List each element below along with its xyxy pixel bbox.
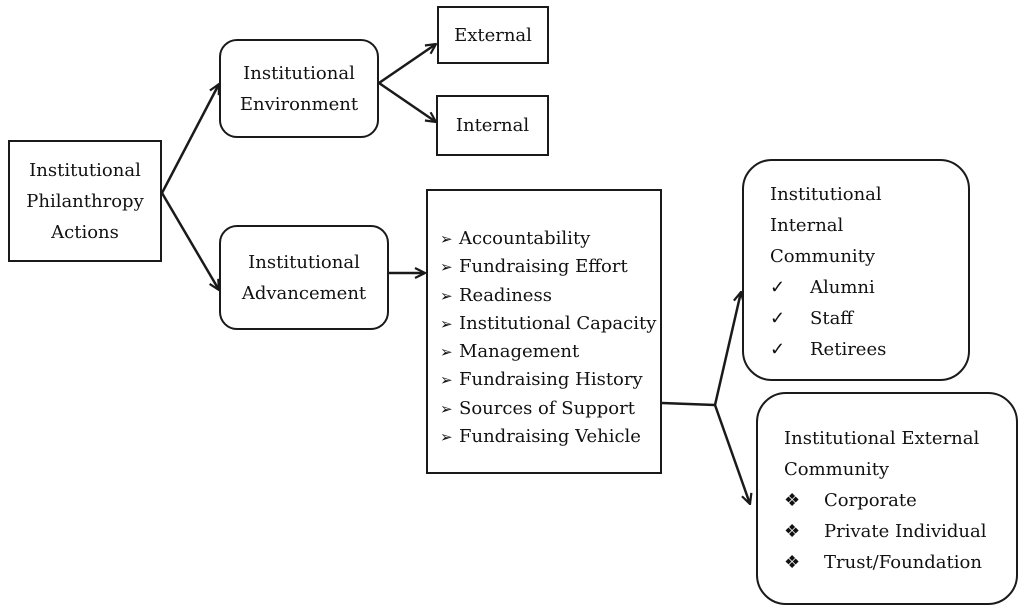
arrow-bullet-icon: ➢ <box>440 399 453 418</box>
factor-label: Accountability <box>459 228 591 249</box>
node-label-line: Institutional <box>248 251 360 273</box>
factor-label: Readiness <box>459 284 552 306</box>
diamond-bullet-icon: ❖ <box>784 552 801 573</box>
arrow-environment-to-external <box>378 44 436 85</box>
node-philanthropy-actions: Institutional Philanthropy Actions <box>8 140 162 262</box>
factor-label: Sources of Support <box>459 397 635 419</box>
arrow-bullet-icon: ➢ <box>440 230 453 248</box>
arrow-bullet-icon: ➢ <box>440 343 453 362</box>
community-item-label: Trust/Foundation <box>824 552 982 573</box>
list-item: ❖ Private Individual <box>784 516 1016 547</box>
node-label: External <box>454 24 532 46</box>
community-item-label: Retirees <box>810 339 887 360</box>
arrow-environment-to-internal <box>378 81 436 122</box>
node-advancement-factors: ➢ Accountability ➢ Fundraising Effort ➢ Rea… <box>426 189 662 474</box>
community-title-line: Institutional External <box>784 428 980 449</box>
list-item: ➢ Fundraising Effort <box>440 253 660 281</box>
list-item: ✓ Retirees <box>770 334 968 365</box>
factor-label: Institutional Capacity <box>459 312 657 334</box>
arrow-bullet-icon: ➢ <box>440 314 453 333</box>
arrow-split-to-internal-community <box>713 292 741 406</box>
community-title-line: Community <box>784 459 890 480</box>
list-item: ✓ Staff <box>770 303 968 334</box>
line-factors-to-split <box>661 401 716 407</box>
list-item: ❖ Trust/Foundation <box>784 547 1016 578</box>
list-item: ➢ Sources of Support <box>440 395 660 423</box>
list-item: ➢ Fundraising History <box>440 366 660 394</box>
node-label-line: Philanthropy <box>26 190 144 212</box>
arrow-split-to-external-community <box>713 404 750 504</box>
factor-list: ➢ Accountability ➢ Fundraising Effort ➢ Rea… <box>440 225 660 451</box>
check-icon: ✓ <box>770 308 786 329</box>
community-title-line: Internal <box>770 215 844 236</box>
check-icon: ✓ <box>770 339 786 360</box>
check-icon: ✓ <box>770 277 786 298</box>
node-label: Internal <box>455 115 530 136</box>
node-institutional-environment: Institutional Environment <box>219 39 379 138</box>
factor-label: Management <box>459 341 580 363</box>
community-item-label: Alumni <box>810 277 875 298</box>
factor-label: Fundraising Effort <box>459 256 628 278</box>
node-label-line: Actions <box>51 221 119 243</box>
community-item-label: Corporate <box>824 490 917 511</box>
arrow-actions-to-environment <box>160 84 219 194</box>
factor-label: Fundraising Vehicle <box>459 426 641 448</box>
arrow-actions-to-advancement <box>160 192 219 290</box>
arrow-bullet-icon: ➢ <box>440 286 453 305</box>
node-institutional-advancement: Institutional Advancement <box>219 225 389 330</box>
community-item-label: Private Individual <box>824 521 987 542</box>
arrow-bullet-icon: ➢ <box>440 258 453 277</box>
list-item: ✓ Alumni <box>770 272 968 303</box>
community-item-label: Staff <box>810 308 854 329</box>
node-internal: Internal <box>436 95 549 156</box>
list-item: ➢ Institutional Capacity <box>440 310 660 338</box>
node-external-community: Institutional External Community ❖ Corpor… <box>756 392 1018 605</box>
node-internal-community: Institutional Internal Community ✓ Alumni… <box>742 159 970 381</box>
factor-label: Fundraising History <box>459 369 643 391</box>
list-item: ➢ Management <box>440 338 660 366</box>
diamond-bullet-icon: ❖ <box>784 521 801 542</box>
list-item: ❖ Corporate <box>784 485 1016 516</box>
community-title-line: Community <box>770 246 876 267</box>
node-label-line: Advancement <box>241 282 367 304</box>
diamond-bullet-icon: ❖ <box>784 490 801 511</box>
node-external: External <box>437 6 549 64</box>
list-item: ➢ Readiness <box>440 282 660 310</box>
node-label-line: Institutional <box>243 62 355 84</box>
list-item: ➢ Accountability <box>440 225 660 253</box>
community-title-line: Institutional <box>770 184 882 205</box>
arrow-bullet-icon: ➢ <box>440 371 453 390</box>
list-item: ➢ Fundraising Vehicle <box>440 423 660 451</box>
node-label-line: Institutional <box>29 159 141 181</box>
node-label-line: Environment <box>239 93 359 115</box>
arrow-bullet-icon: ➢ <box>440 428 453 447</box>
